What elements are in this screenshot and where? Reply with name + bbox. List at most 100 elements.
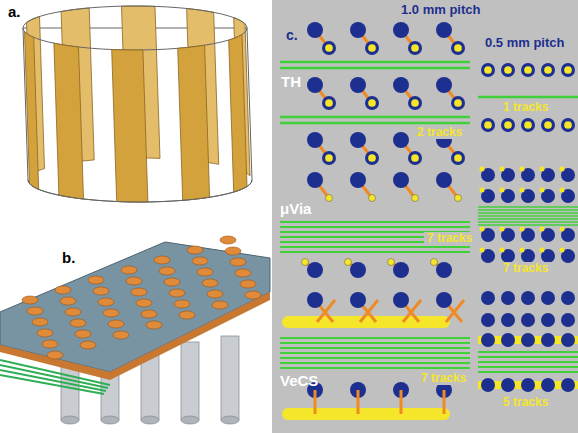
via-pad <box>393 172 409 188</box>
via-drill <box>368 99 376 107</box>
via-barrel-end <box>141 416 159 424</box>
dogbone-link <box>400 390 403 414</box>
via-pad <box>350 262 366 278</box>
routing-track <box>478 212 578 214</box>
via-drill <box>411 99 419 107</box>
microvia <box>480 167 485 172</box>
microvia <box>500 188 505 193</box>
routing-track <box>280 342 470 344</box>
routing-track <box>478 221 578 223</box>
copper-pad <box>207 290 223 298</box>
via-barrel-end <box>181 416 199 424</box>
gold-strip <box>112 50 148 203</box>
via-pad <box>561 291 575 305</box>
via-pad <box>365 96 379 110</box>
via-pad <box>307 262 323 278</box>
microvia <box>540 167 545 172</box>
copper-pad <box>136 299 152 307</box>
routing-track <box>478 371 578 373</box>
via-pad <box>501 291 515 305</box>
via-drill <box>544 66 552 74</box>
cylinder-body <box>23 28 252 202</box>
via-pad <box>521 378 535 392</box>
copper-pad <box>212 301 228 309</box>
microvia <box>480 188 485 193</box>
via-drill <box>484 66 492 74</box>
copper-pad <box>230 258 246 266</box>
via-drill <box>411 44 419 52</box>
via-drill <box>504 121 512 129</box>
gold-strip <box>54 43 84 199</box>
via-pad <box>501 378 515 392</box>
pitch-label: 1.0 mm pitch <box>398 3 483 17</box>
copper-pad <box>235 269 251 277</box>
copper-pad <box>47 351 63 359</box>
copper-pad <box>141 310 157 318</box>
routing-track <box>280 337 470 339</box>
via-pad <box>393 262 409 278</box>
via-pad <box>322 151 336 165</box>
via-drill <box>544 121 552 129</box>
copper-pad <box>164 278 180 286</box>
cylinder-illustration <box>23 6 252 202</box>
microvia <box>431 259 438 266</box>
via-pad <box>408 41 422 55</box>
microvia <box>520 167 525 172</box>
routing-track <box>478 218 578 220</box>
board-top <box>0 242 270 372</box>
via-pad <box>541 63 555 77</box>
routing-track <box>280 347 470 349</box>
via-drill <box>484 121 492 129</box>
via-pad <box>436 172 452 188</box>
via-drill <box>325 99 333 107</box>
copper-pad <box>103 309 119 317</box>
copper-pad <box>22 296 38 304</box>
via-pad <box>436 292 452 308</box>
copper-pad <box>121 266 137 274</box>
via-pad <box>436 262 452 278</box>
copper-pad <box>55 286 71 294</box>
routing-track <box>478 224 578 226</box>
copper-pad <box>154 256 170 264</box>
via-drill <box>524 121 532 129</box>
microvia <box>500 248 505 253</box>
microvia <box>412 195 419 202</box>
copper-pad <box>65 308 81 316</box>
microvia <box>540 248 545 253</box>
board-edge <box>0 292 270 380</box>
via-pad <box>393 292 409 308</box>
via-pad <box>521 63 535 77</box>
via-drill <box>368 44 376 52</box>
via-pad <box>408 151 422 165</box>
copper-pad <box>187 246 203 254</box>
via-pad <box>393 22 409 38</box>
via-barrel <box>181 342 199 420</box>
via-pad <box>307 22 323 38</box>
via-pad <box>322 41 336 55</box>
via-pad <box>350 77 366 93</box>
routing-track <box>478 366 578 368</box>
microvia <box>302 259 309 266</box>
via-pad <box>322 96 336 110</box>
routing-track <box>280 116 470 119</box>
via-pad <box>501 313 515 327</box>
via-pad <box>521 291 535 305</box>
technology-label: μVia <box>280 201 311 218</box>
routing-track <box>280 221 470 223</box>
routing-track <box>280 362 470 364</box>
track-count: 7 tracks <box>418 372 469 385</box>
copper-pad <box>179 311 195 319</box>
via-pad <box>451 151 465 165</box>
via-pad <box>307 172 323 188</box>
copper-pad <box>225 247 241 255</box>
vecs-slot <box>282 408 450 420</box>
routing-track <box>478 361 578 363</box>
via-pad <box>541 378 555 392</box>
microvia <box>520 248 525 253</box>
via-drill <box>504 66 512 74</box>
microvia <box>388 259 395 266</box>
copper-pad <box>197 268 213 276</box>
via-barrel <box>221 336 239 420</box>
vecs-slot <box>282 316 450 328</box>
